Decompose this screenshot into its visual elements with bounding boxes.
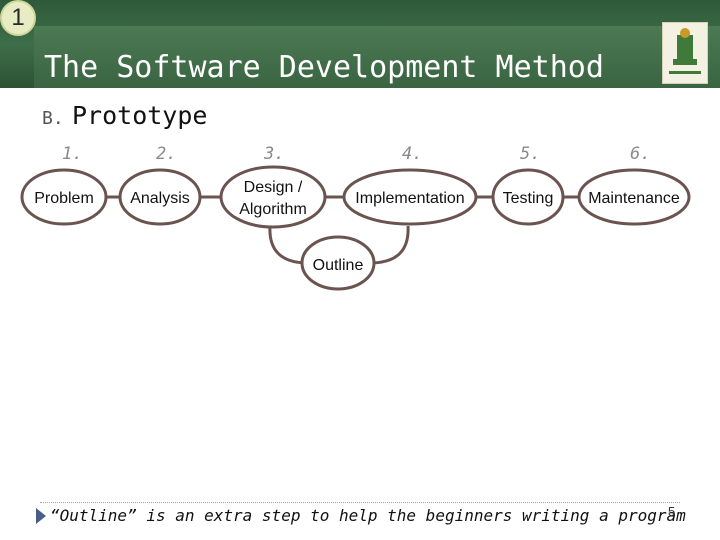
step-node-problem	[20, 168, 108, 226]
slide-number-badge: 1	[0, 0, 36, 36]
slide-title: The Software Development Method	[44, 50, 604, 85]
outline-node	[300, 235, 376, 291]
step-number-2: 2.	[156, 144, 177, 164]
step-node-testing	[491, 168, 565, 226]
step-number-5: 5.	[520, 144, 541, 164]
step-label-problem: Problem	[34, 190, 94, 207]
step-label-implementation: Implementation	[355, 190, 464, 207]
footer-divider	[40, 502, 680, 504]
section-marker: B.	[42, 108, 64, 129]
step-node-implementation	[342, 168, 478, 226]
university-logo	[662, 22, 708, 84]
outline-label: Outline	[313, 257, 364, 274]
connector-3-outline	[268, 225, 307, 265]
step-node-analysis	[118, 168, 202, 226]
step-number-3: 3.	[264, 144, 285, 164]
connector-outline-4	[371, 225, 410, 265]
step-label-design-line2: Algorithm	[239, 201, 307, 218]
logo-emblem-icon	[669, 28, 701, 74]
step-number-1: 1.	[62, 144, 83, 164]
header-panel	[34, 26, 720, 88]
step-number-6: 6.	[630, 144, 651, 164]
step-node-design	[219, 165, 327, 229]
section-title: Prototype	[72, 101, 208, 130]
step-node-maintenance	[577, 168, 691, 226]
step-label-maintenance: Maintenance	[588, 190, 680, 207]
step-number-4: 4.	[402, 144, 423, 164]
page-number: 5	[668, 504, 676, 519]
step-label-testing: Testing	[503, 190, 554, 207]
step-label-design-line1: Design /	[244, 179, 303, 196]
bullet-arrow-icon	[36, 508, 46, 524]
step-label-analysis: Analysis	[130, 190, 190, 207]
footer-note: “Outline” is an extra step to help the b…	[50, 506, 686, 525]
